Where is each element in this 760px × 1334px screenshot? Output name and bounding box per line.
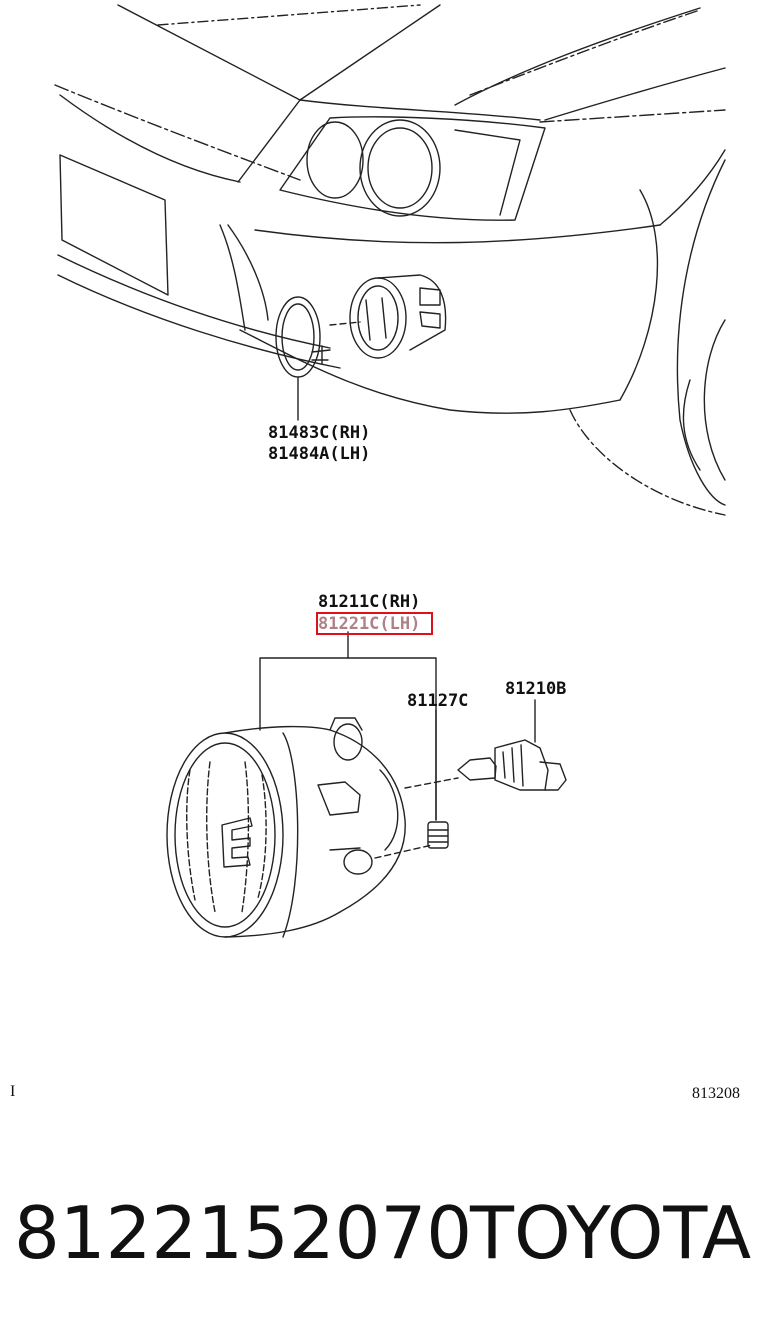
part-number: 8122152070	[14, 1191, 473, 1275]
callout-bulb: 81210B	[505, 679, 567, 699]
highlight-box	[316, 612, 433, 635]
callout-screw: 81127C	[407, 691, 469, 711]
left-mark: I	[10, 1083, 16, 1100]
callout-fog-lamp-rh: 81211C(RH)	[318, 592, 421, 612]
diagram-ref-number: 813208	[692, 1085, 740, 1102]
callout-bezel-rh: 81483C(RH)	[268, 423, 371, 443]
brand-name: TOYOTA	[470, 1191, 752, 1275]
fog-lamp-illustration	[166, 631, 567, 938]
callout-fog-lamp-lh: 81221C(LH)	[318, 614, 421, 634]
callout-bezel-lh: 81484A(LH)	[268, 444, 371, 464]
car-front-illustration	[54, 4, 726, 516]
